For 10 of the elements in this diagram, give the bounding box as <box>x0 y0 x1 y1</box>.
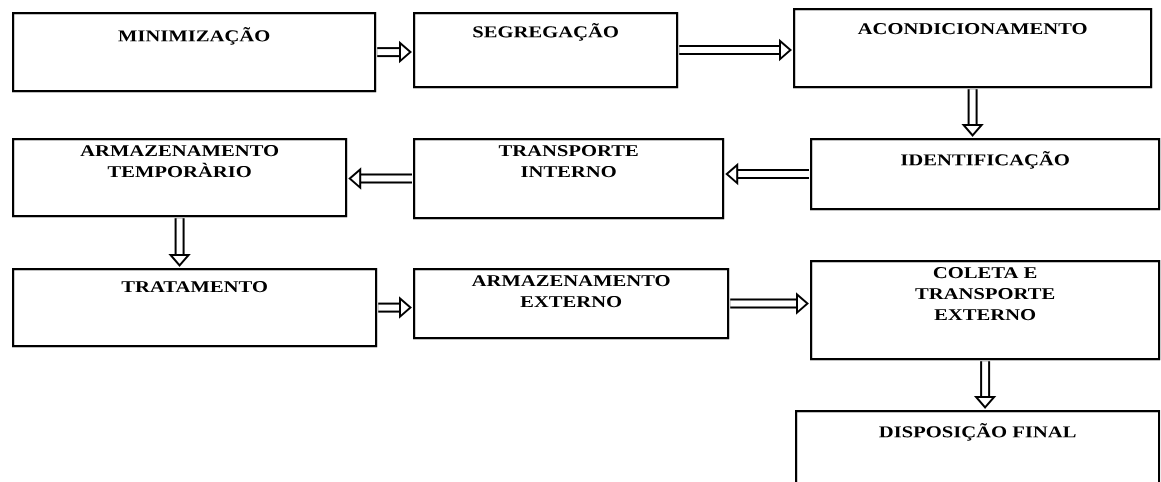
process-box: TRATAMENTO <box>12 268 378 348</box>
process-box: MINIMIZAÇÃO <box>12 12 377 93</box>
process-box: ARMAZENAMENTO EXTERNO <box>413 268 730 340</box>
process-box: ARMAZENAMENTO TEMPORÀRIO <box>12 138 348 218</box>
process-box: DISPOSIÇÃO FINAL <box>795 410 1161 482</box>
process-box: COLETA E TRANSPORTE EXTERNO <box>810 260 1161 361</box>
process-box: TRANSPORTE INTERNO <box>413 138 725 220</box>
process-box: IDENTIFICAÇÃO <box>810 138 1161 211</box>
process-box: SEGREGAÇÃO <box>413 12 679 89</box>
process-box: ACONDICIONAMENTO <box>793 8 1153 89</box>
